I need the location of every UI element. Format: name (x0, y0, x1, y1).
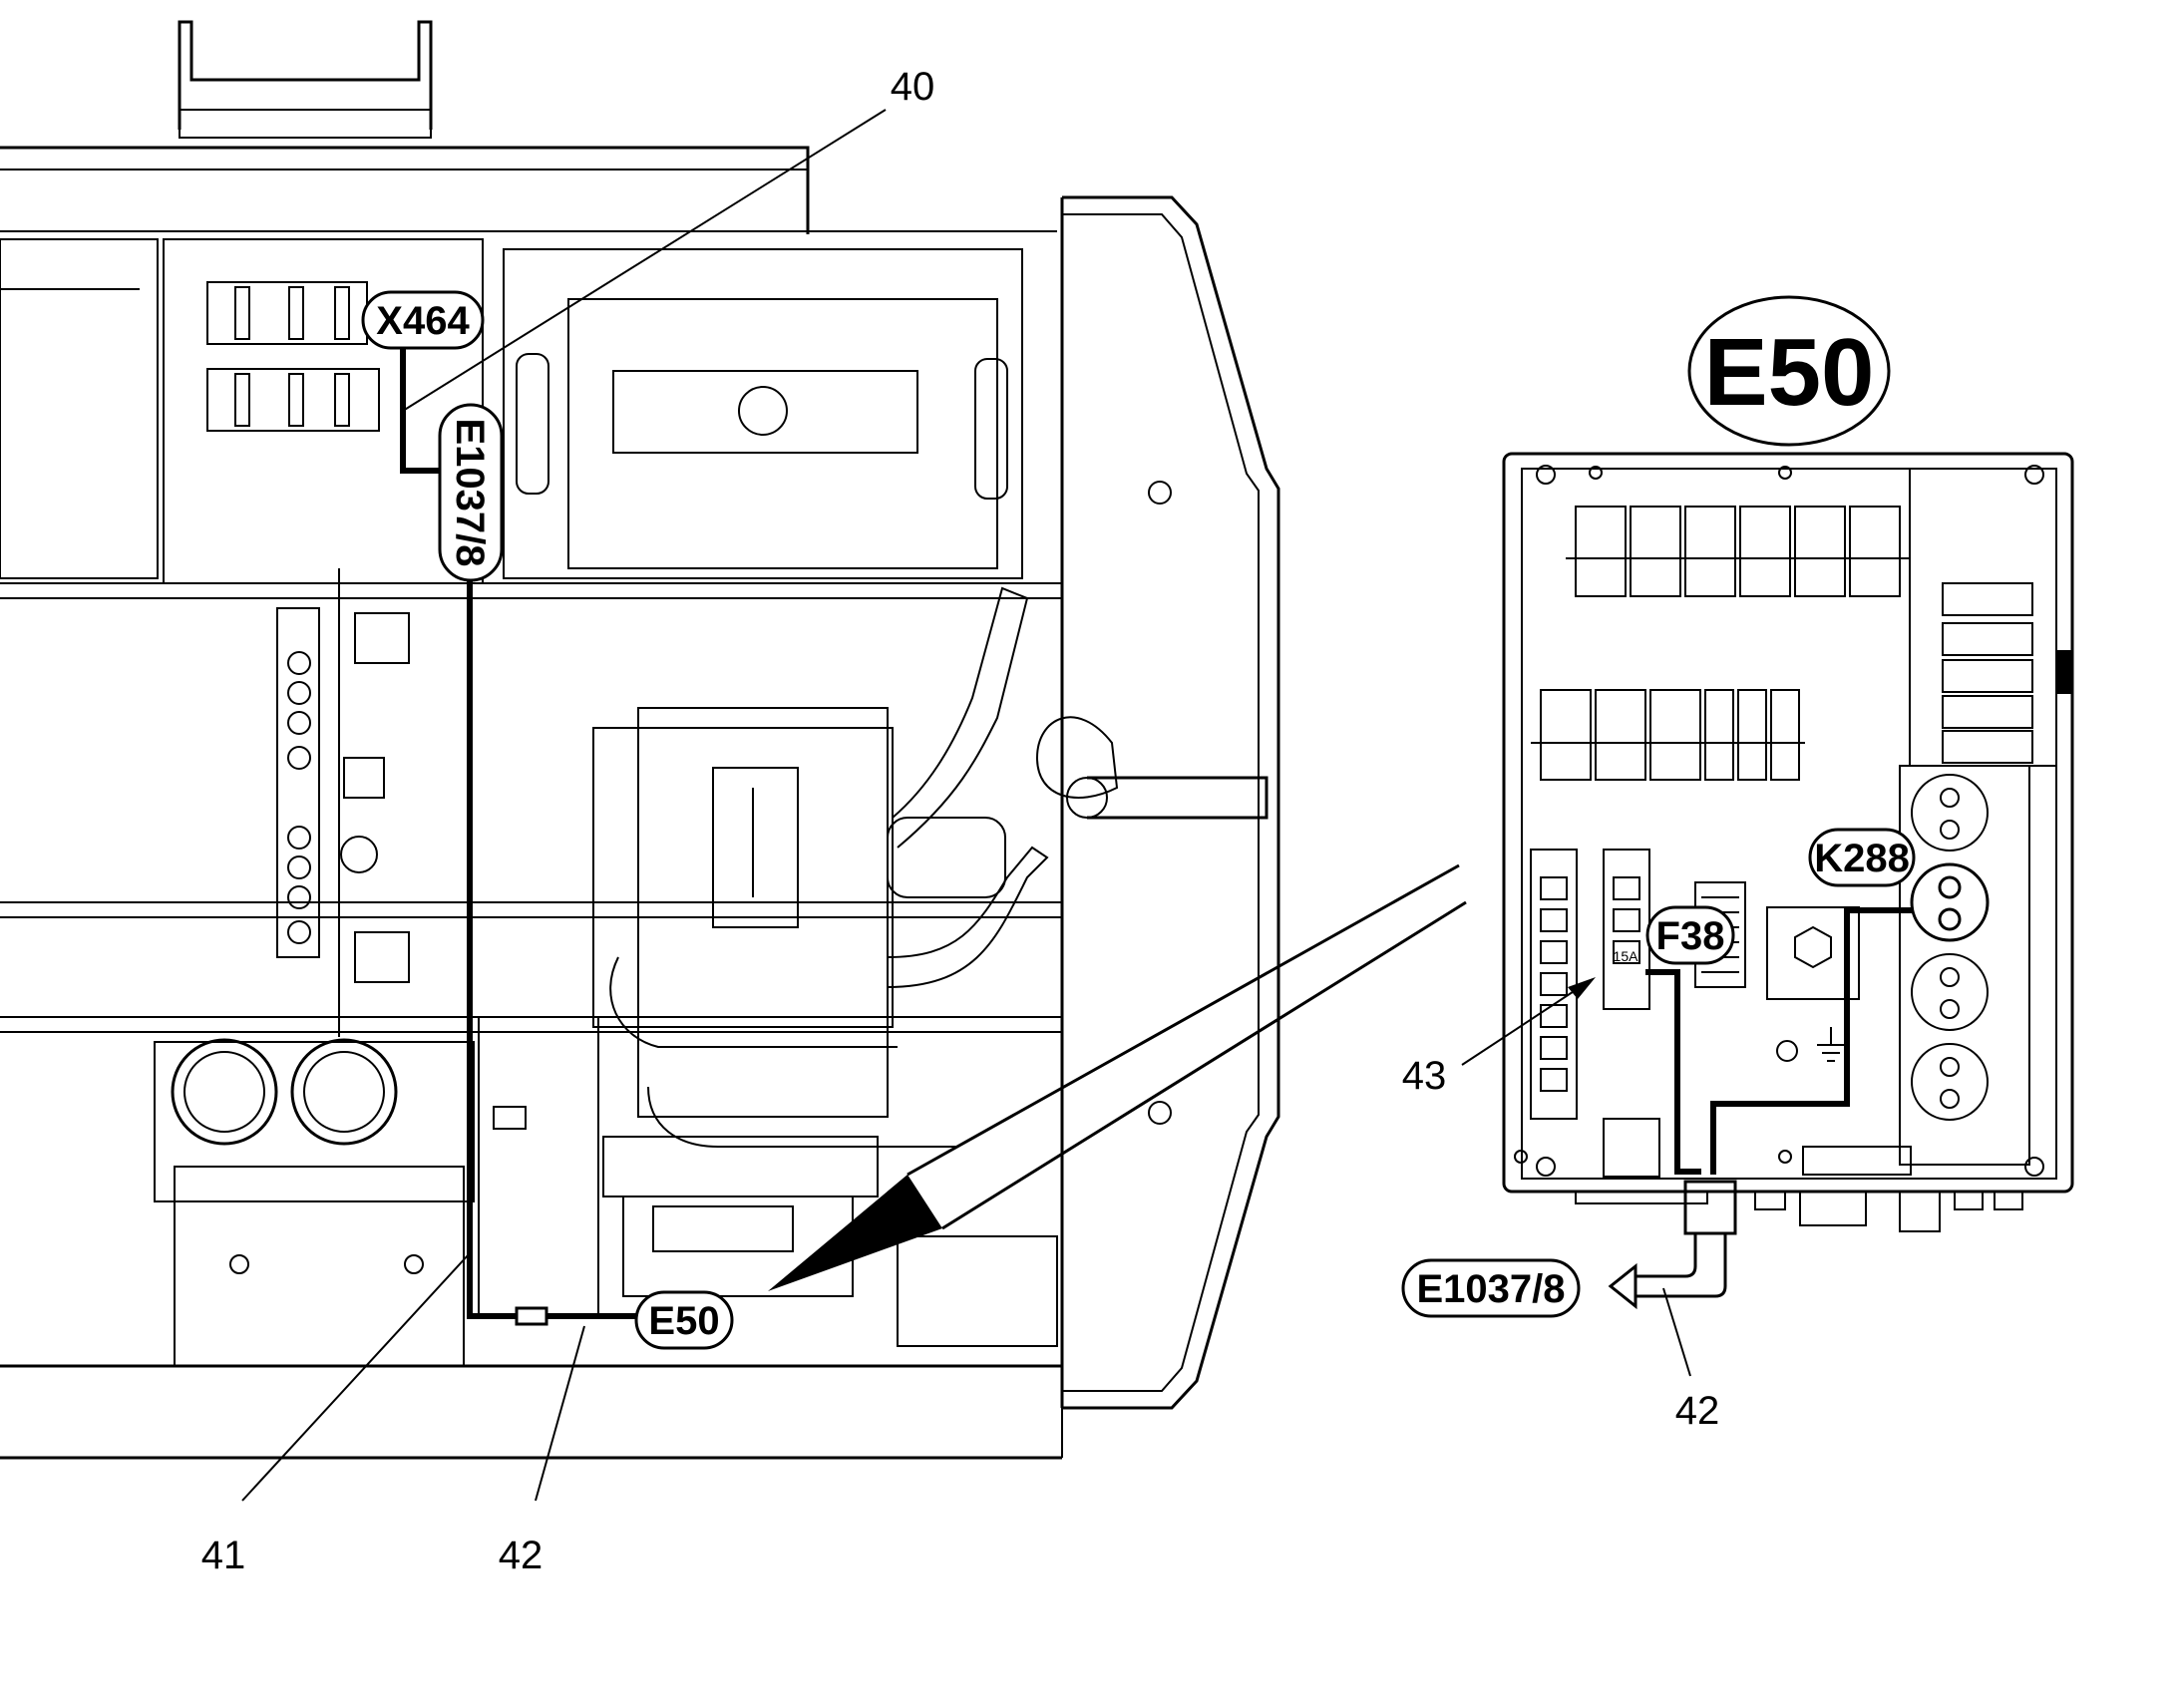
label-x464: X464 (361, 290, 485, 350)
label-f38: F38 (1645, 905, 1735, 965)
callout-43: 43 (1402, 1054, 1447, 1098)
callout-41: 41 (201, 1534, 246, 1577)
callout-40: 40 (891, 65, 935, 109)
e50-enclosure (1502, 452, 2074, 1310)
f38-text: F38 (1656, 914, 1725, 958)
e1037-right-text: E1037/8 (1416, 1267, 1565, 1311)
x464-text: X464 (376, 299, 470, 343)
label-k288: K288 (1808, 828, 1916, 887)
e50-big-text: E50 (1704, 319, 1875, 426)
label-e1037-vertical: E1037/8 (438, 403, 504, 582)
detail-arrow (768, 863, 1467, 1291)
label-e50-small: E50 (634, 1290, 734, 1350)
machine-outline (0, 20, 1280, 1460)
label-e50-big: E50 (1687, 295, 1891, 447)
harness-e1037 (400, 349, 638, 1326)
fuse-rating: 15A (1614, 948, 1639, 964)
callout-42-left: 42 (499, 1534, 544, 1577)
leader-lines-right (1461, 977, 1691, 1377)
e50-small-text: E50 (648, 1299, 719, 1343)
e1037-vertical-text: E1037/8 (448, 418, 492, 566)
harness-connector (515, 1306, 548, 1326)
leader-lines-left (241, 109, 887, 1502)
k288-text: K288 (1814, 837, 1910, 880)
callout-42-right: 42 (1675, 1389, 1720, 1433)
label-e1037-right: E1037/8 (1401, 1258, 1581, 1318)
wiring-right (1645, 907, 1912, 1175)
